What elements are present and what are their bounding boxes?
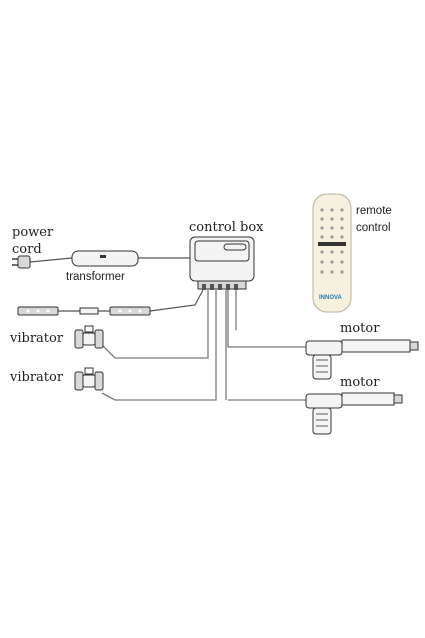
light-strip-to-box-wire xyxy=(149,289,204,312)
power-plug xyxy=(12,255,31,269)
remote-buttons xyxy=(320,208,344,239)
vibrator-2 xyxy=(74,367,104,391)
motor-2 xyxy=(305,392,403,435)
power-cord-wire xyxy=(29,257,73,263)
vibrator-1-label: vibrator xyxy=(9,331,64,346)
vibrator-2-label: vibrator xyxy=(9,370,64,385)
wires xyxy=(29,257,306,401)
motor-2-label: motor xyxy=(340,375,380,390)
remote-control: INNOVA xyxy=(312,193,352,313)
remote-label: remote xyxy=(356,205,392,217)
light-strip xyxy=(17,306,151,316)
motor-1 xyxy=(305,339,419,380)
motor-1-wire xyxy=(227,290,306,348)
vibrator-1-wire xyxy=(101,290,209,359)
vibrator-1 xyxy=(74,325,104,349)
remote-brand-logo: INNOVA xyxy=(319,295,343,301)
transformer xyxy=(71,250,139,267)
control-box xyxy=(189,236,255,290)
motor-1-label: motor xyxy=(340,321,380,336)
control-box-label: control box xyxy=(189,220,264,235)
vibrator-2-wire xyxy=(101,290,217,401)
transformer-label: transformer xyxy=(66,271,125,283)
power-cord-label: power xyxy=(12,225,54,240)
motor-2-wire xyxy=(228,290,306,401)
power-cord-label-2: cord xyxy=(12,242,42,257)
remote-label-2: control xyxy=(356,222,391,234)
